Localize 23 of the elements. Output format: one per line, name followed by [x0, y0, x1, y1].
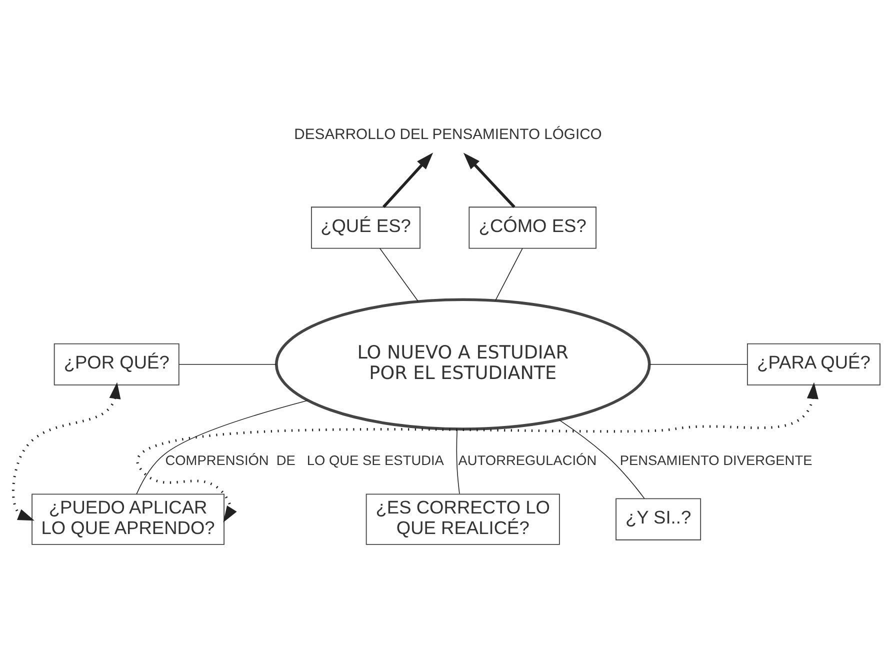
node-box: ¿QUÉ ES? — [311, 206, 420, 249]
node-box: ¿CÓMO ES? — [468, 206, 596, 249]
arrow — [382, 152, 434, 208]
connector — [379, 248, 419, 302]
connector — [495, 248, 523, 301]
connector — [136, 400, 308, 494]
arrow — [463, 152, 516, 208]
arrow — [136, 382, 818, 522]
edge-label: COMPRENSIÓN DE LO QUE SE ESTUDIA — [165, 453, 444, 468]
node-box: ¿PARA QUÉ? — [746, 343, 880, 386]
connector — [558, 420, 645, 499]
node-box: ¿ES CORRECTO LO QUE REALICÉ? — [366, 494, 560, 545]
connector — [456, 428, 460, 494]
node-ellipse: LO NUEVO A ESTUDIAR POR EL ESTUDIANTE — [274, 298, 651, 431]
edge-label: AUTORREGULACIÓN — [458, 453, 597, 468]
edge-label: PENSAMIENTO DIVERGENTE — [620, 453, 812, 468]
node-box: ¿Y SI..? — [616, 498, 702, 540]
node-text: DESARROLLO DEL PENSAMIENTO LÓGICO — [294, 127, 602, 144]
node-box: ¿PUEDO APLICAR LO QUE APRENDO? — [32, 494, 224, 545]
connector — [649, 364, 748, 365]
node-box: ¿POR QUÉ? — [54, 343, 180, 386]
arrow — [12, 382, 121, 521]
connector — [178, 364, 277, 365]
